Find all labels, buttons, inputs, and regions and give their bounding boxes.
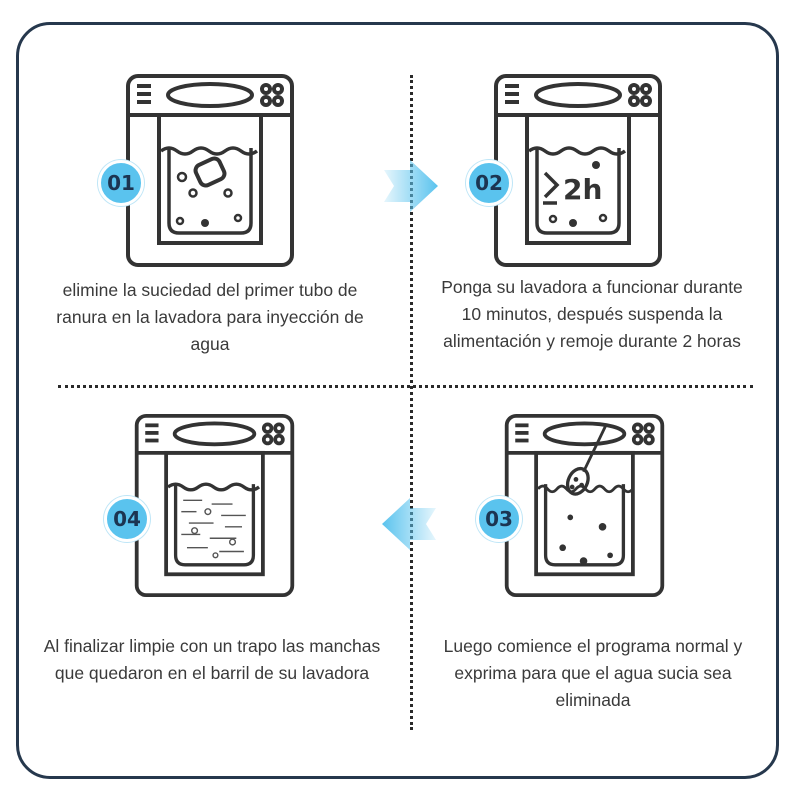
arrow-right-icon [384,160,438,212]
step-description: elimine la suciedad del primer tubo de r… [56,280,364,354]
cropped-text-fragment: …… [438,608,758,616]
cropped-text-fragment: …… [55,608,385,616]
step-number-badge: 02 [466,160,512,206]
step-description: Ponga su lavadora a funcionar durante 10… [441,277,743,351]
washing-machine-icon [126,74,294,267]
step-number-badge: 03 [476,496,522,542]
washing-machine-icon: 2h [494,74,662,267]
arrow-left-icon [382,498,436,550]
timer-label: 2h [563,173,602,206]
horizontal-divider [58,385,753,388]
step-description: Luego comience el programa normal y expr… [443,636,743,710]
step-number-badge: 01 [98,160,144,206]
step-number-badge: 04 [104,496,150,542]
outer-frame [16,22,779,779]
vertical-divider [410,75,413,730]
washing-machine-icon [134,413,295,598]
step-description: Al finalizar limpie con un trapo las man… [43,636,381,683]
washing-machine-icon [504,413,665,598]
